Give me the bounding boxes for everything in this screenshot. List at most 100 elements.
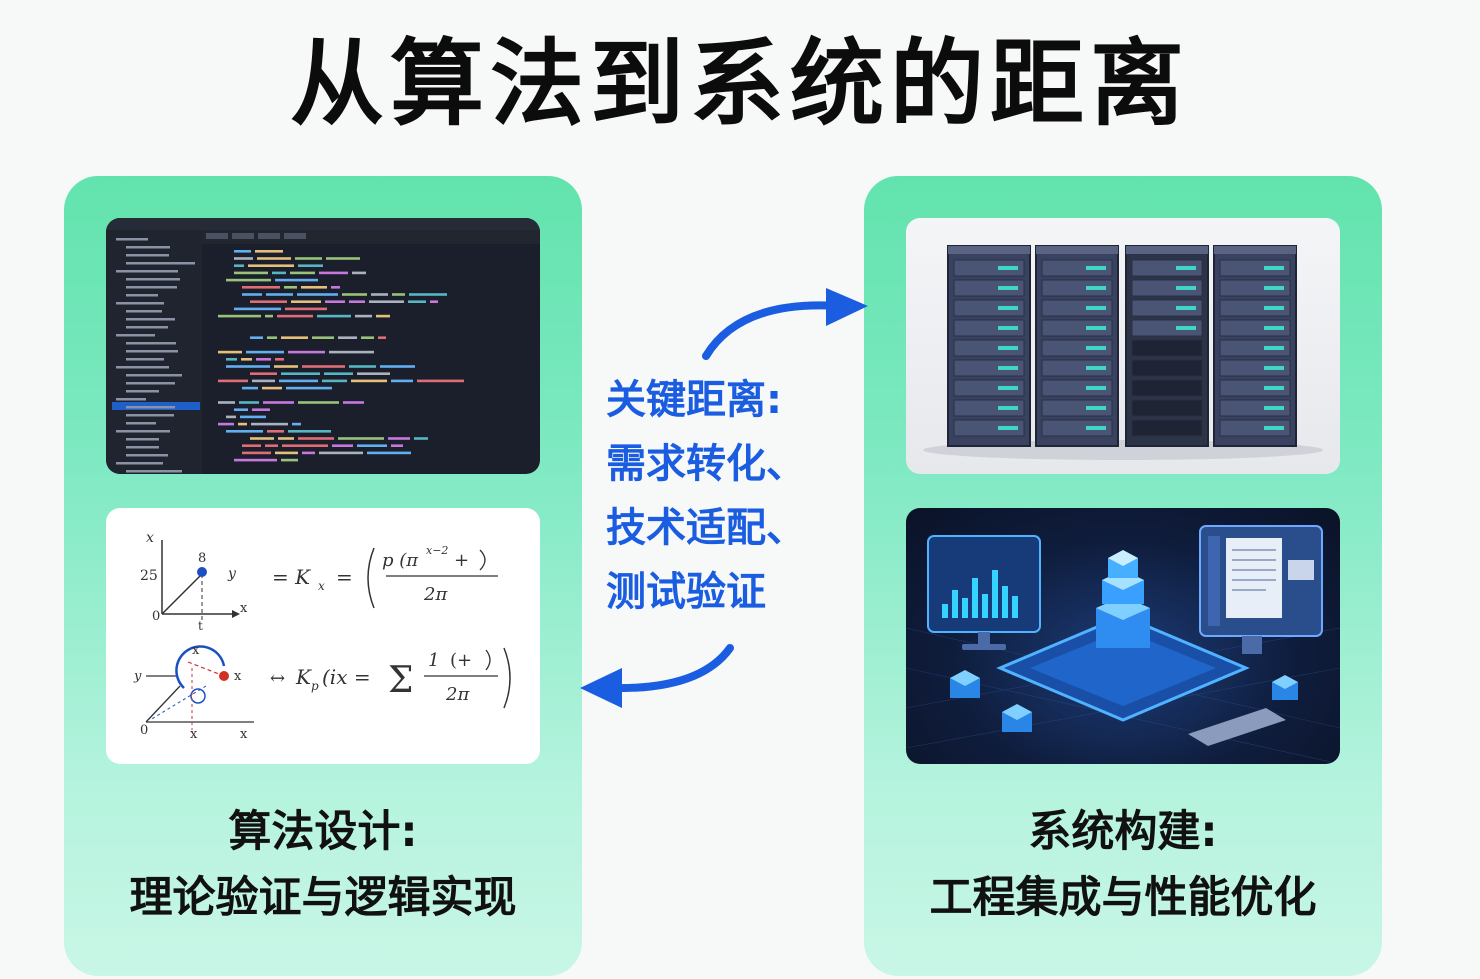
eq1-numerator-exp: x−2: [426, 544, 448, 557]
core-cube-stack: [1096, 550, 1150, 648]
code-token: [275, 451, 298, 455]
key-distance-item-3: 测试验证: [606, 569, 766, 615]
small-node-cube: [1272, 675, 1298, 700]
eq1-lhs: = K: [272, 565, 311, 589]
code-token: [417, 379, 464, 383]
point-label: 8: [198, 551, 206, 566]
file-tree-item: [116, 398, 146, 401]
code-token: [378, 336, 386, 339]
arrow-head-left: [580, 668, 622, 708]
file-tree-item: [126, 358, 164, 361]
file-tree-item: [116, 302, 164, 305]
code-token: [322, 379, 347, 383]
server-racks-graphic: [923, 245, 1323, 460]
code-token: [252, 408, 270, 411]
file-tree-item: [126, 246, 170, 249]
formula-image: x 25 8 y 0 x t = K x = p (π x−2 + 2π: [106, 508, 540, 764]
code-token: [242, 286, 280, 289]
code-token: [326, 257, 360, 260]
code-token: [361, 336, 374, 339]
code-token: [218, 422, 234, 426]
code-token: [391, 379, 413, 383]
code-token: [266, 293, 293, 296]
file-tree-item: [126, 382, 175, 385]
code-token: [281, 372, 320, 375]
code-token: [319, 451, 363, 455]
file-tree-item: [126, 310, 162, 313]
file-tree-item: [126, 278, 180, 281]
x-label: x: [240, 601, 248, 616]
code-token: [234, 271, 268, 275]
code-token: [349, 365, 376, 368]
code-token: [267, 336, 277, 339]
code-token: [252, 379, 275, 383]
circle-x-top: x: [192, 643, 200, 658]
code-token: [291, 300, 321, 303]
code-token: [391, 444, 403, 447]
key-distance-item-1: 需求转化、: [606, 441, 806, 487]
file-tree-item: [126, 318, 175, 321]
red-point-marker: [219, 671, 229, 681]
orbit-arc: [175, 645, 226, 689]
code-token: [226, 415, 236, 419]
right-caption-line2: 工程集成与性能优化: [929, 873, 1317, 923]
code-token: [234, 264, 244, 267]
keyboard-icon: [1188, 708, 1286, 746]
code-token: [298, 264, 323, 267]
code-token: [226, 358, 237, 361]
eq1-numerator: p (π: [382, 550, 419, 571]
code-token: [290, 271, 315, 275]
file-tree-item: [116, 238, 148, 241]
code-token: [218, 401, 235, 404]
code-token: [376, 314, 390, 318]
code-token: [285, 307, 327, 311]
code-token: [352, 271, 366, 275]
code-token: [414, 437, 428, 440]
origin-label: 0: [152, 609, 160, 624]
key-distance-title: 关键距离:: [606, 377, 782, 423]
page-title: 从算法到系统的距离: [289, 30, 1190, 139]
code-token: [357, 372, 390, 375]
code-token: [251, 422, 288, 426]
code-token: [234, 307, 281, 311]
code-token: [240, 415, 266, 419]
file-tree-item: [126, 438, 159, 441]
code-token: [250, 336, 263, 339]
eq1-sub: x: [318, 579, 325, 593]
code-token: [302, 365, 345, 368]
circle-origin: 0: [140, 723, 148, 738]
code-token: [218, 350, 242, 354]
eq2-lhs: K: [295, 665, 312, 689]
code-token: [297, 293, 338, 296]
code-token: [380, 365, 415, 368]
eq2-prefix: ↔: [270, 668, 285, 689]
file-tree-item: [116, 462, 163, 465]
small-node-cube: [1002, 704, 1032, 732]
code-token: [284, 286, 297, 289]
axis-top-label: x: [146, 530, 154, 546]
code-token: [338, 437, 384, 440]
code-token: [338, 336, 357, 339]
eq1-denominator: 2π: [423, 584, 448, 605]
file-tree-item: [126, 406, 175, 409]
algorithm-design-panel: x 25 8 y 0 x t = K x = p (π x−2 + 2π: [64, 176, 582, 976]
code-token: [248, 264, 294, 267]
key-distance-item-2: 技术适配、: [606, 505, 806, 551]
circle-x-bottom-1: x: [190, 727, 198, 742]
file-tree-item: [126, 454, 168, 457]
file-tree-item: [126, 446, 159, 449]
server-rack: [1035, 245, 1119, 447]
eq2-denominator: 2π: [445, 684, 470, 705]
code-token: [371, 293, 388, 296]
code-token: [272, 271, 286, 275]
arrow-to-system: [702, 301, 842, 360]
code-token: [242, 293, 262, 296]
server-rack: [1125, 245, 1209, 447]
code-token: [263, 401, 294, 404]
code-token: [324, 372, 353, 375]
circle-x-bottom-2: x: [240, 727, 248, 742]
code-token: [257, 257, 291, 260]
code-editor-graphic: [106, 218, 540, 474]
code-token: [288, 430, 331, 433]
code-token: [267, 430, 284, 433]
